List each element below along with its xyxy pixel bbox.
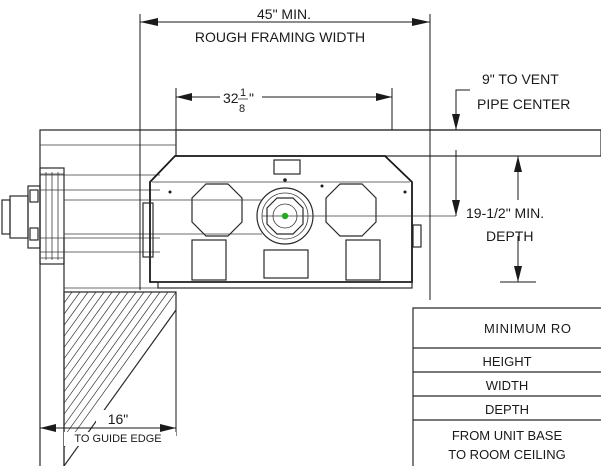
guide-edge-dimension xyxy=(40,310,177,436)
guide-edge-value: 16" xyxy=(108,411,129,427)
framing-width-dimension xyxy=(139,14,431,300)
unit-width-whole: 32 xyxy=(223,90,239,106)
minimum-rough-table xyxy=(412,307,601,466)
table-row-depth: DEPTH xyxy=(485,402,529,417)
unit-width-unit: " xyxy=(249,90,254,106)
table-row-base: FROM UNIT BASE xyxy=(452,428,563,443)
unit-width-denominator: 8 xyxy=(239,103,245,115)
guide-edge-label: TO GUIDE EDGE xyxy=(74,433,161,445)
vent-distance-line1: 9" TO VENT xyxy=(482,71,559,87)
table-header: MINIMUM RO xyxy=(484,321,572,336)
fireplace-unit xyxy=(142,155,456,289)
unit-width-dimension xyxy=(175,88,393,130)
vent-center-dimension xyxy=(452,89,470,216)
framing-min-text: 45" MIN. xyxy=(257,6,311,22)
vent-center-marker xyxy=(281,212,289,220)
vent-termination xyxy=(1,167,65,265)
depth-line1: 19-1/2" MIN. xyxy=(466,205,544,221)
table-row-ceiling: TO ROOM CEILING xyxy=(448,447,566,462)
table-row-width: WIDTH xyxy=(486,378,529,393)
framing-width-label: ROUGH FRAMING WIDTH xyxy=(195,29,365,45)
unit-width-numerator: 1 xyxy=(240,87,246,99)
depth-line2: DEPTH xyxy=(486,228,533,244)
table-row-height: HEIGHT xyxy=(482,354,531,369)
vent-pipe-lines xyxy=(64,199,262,235)
depth-dimension xyxy=(500,156,536,283)
vent-distance-line2: PIPE CENTER xyxy=(477,96,570,112)
